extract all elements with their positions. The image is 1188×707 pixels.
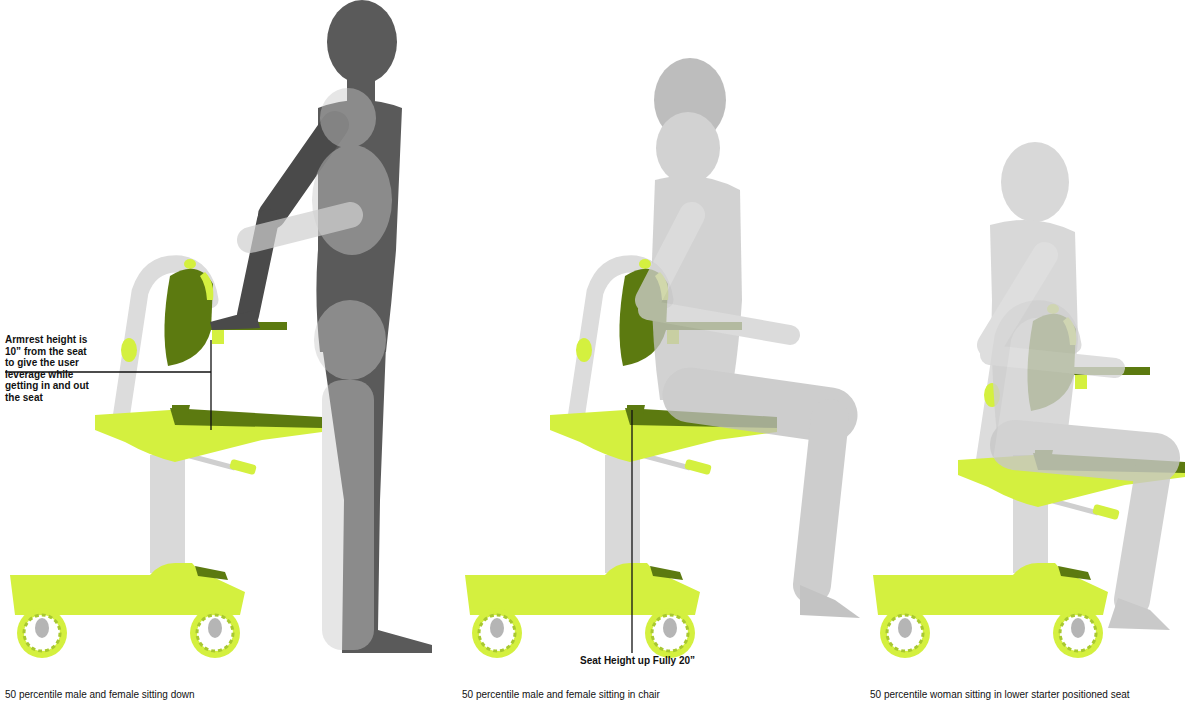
- leader-line: [210, 340, 211, 430]
- chair-base: [465, 455, 700, 658]
- chair-top: [95, 259, 322, 475]
- dimension-line: [631, 410, 632, 653]
- sitting-figure: [990, 142, 1170, 630]
- dimension-label: Seat Height up Fully 20”: [580, 655, 730, 667]
- figure-caption: 50 percentile male and female sitting in…: [462, 689, 782, 701]
- sitting-figure: [648, 58, 860, 618]
- figure-caption: 50 percentile male and female sitting do…: [5, 689, 325, 701]
- standing-figure: [210, 0, 432, 653]
- chair-base: [10, 455, 245, 658]
- annotation-note: Armrest height is 10” from the seat to g…: [5, 334, 97, 403]
- figure-caption: 50 percentile woman sitting in lower sta…: [870, 689, 1188, 701]
